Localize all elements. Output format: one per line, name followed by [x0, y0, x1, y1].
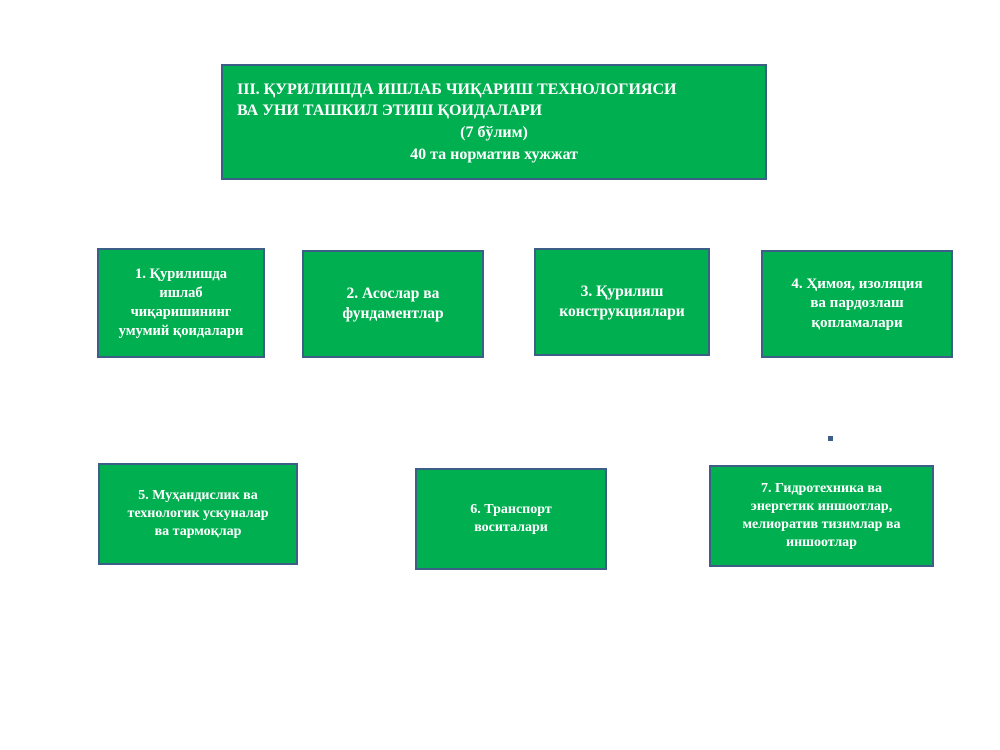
- section-box-3: 3. Қурилиш конструкциялари: [534, 248, 710, 356]
- section-7-line-2: энергетик иншоотлар,: [750, 498, 893, 514]
- section-box-4: 4. Ҳимоя, изоляция ва пардозлаш қопламал…: [761, 250, 953, 358]
- title-document-count: 40 та норматив хужжат: [410, 145, 578, 163]
- section-4-line-3: қопламалари: [811, 314, 903, 331]
- section-6-line-1: 6. Транспорт: [470, 501, 552, 517]
- section-2-line-1: 2. Асослар ва: [346, 284, 440, 302]
- section-box-5: 5. Муҳандислик ва технологик ускуналар в…: [98, 463, 298, 565]
- section-1-line-4: умумий қоидалари: [118, 322, 244, 339]
- section-3-line-1: 3. Қурилиш: [580, 282, 664, 300]
- section-5-line-1: 5. Муҳандислик ва: [138, 487, 258, 503]
- section-4-line-2: ва пардозлаш: [810, 295, 904, 312]
- section-box-2: 2. Асослар ва фундаментлар: [302, 250, 484, 358]
- section-box-7: 7. Гидротехника ва энергетик иншоотлар, …: [709, 465, 934, 567]
- section-box-1: 1. Қурилишда ишлаб чиқаришининг умумий қ…: [97, 248, 265, 358]
- section-1-line-3: чиқаришининг: [130, 304, 232, 320]
- title-section-count: (7 бўлим): [460, 124, 528, 141]
- section-7-line-1: 7. Гидротехника ва: [761, 480, 882, 496]
- section-7-line-4: иншоотлар: [786, 535, 857, 551]
- section-box-6: 6. Транспорт воситалари: [415, 468, 607, 570]
- decorative-dot: [828, 436, 833, 441]
- section-4-line-1: 4. Ҳимоя, изоляция: [791, 275, 923, 292]
- section-1-line-1: 1. Қурилишда: [135, 266, 227, 283]
- section-7-line-3: мелиоратив тизимлар ва: [742, 517, 901, 532]
- section-6-line-2: воситалари: [474, 520, 548, 535]
- section-1-line-2: ишлаб: [159, 285, 203, 302]
- title-line-2: ВА УНИ ТАШКИЛ ЭТИШ ҚОИДАЛАРИ: [237, 102, 543, 120]
- section-5-line-2: технологик ускуналар: [127, 505, 269, 521]
- section-3-line-2: конструкциялари: [559, 303, 685, 320]
- title-box: III. ҚУРИЛИШДА ИШЛАБ ЧИҚАРИШ ТЕХНОЛОГИЯС…: [221, 64, 767, 180]
- title-line-1: III. ҚУРИЛИШДА ИШЛАБ ЧИҚАРИШ ТЕХНОЛОГИЯС…: [237, 80, 677, 98]
- section-5-line-3: ва тармоқлар: [154, 524, 242, 540]
- section-2-line-2: фундаментлар: [342, 305, 444, 322]
